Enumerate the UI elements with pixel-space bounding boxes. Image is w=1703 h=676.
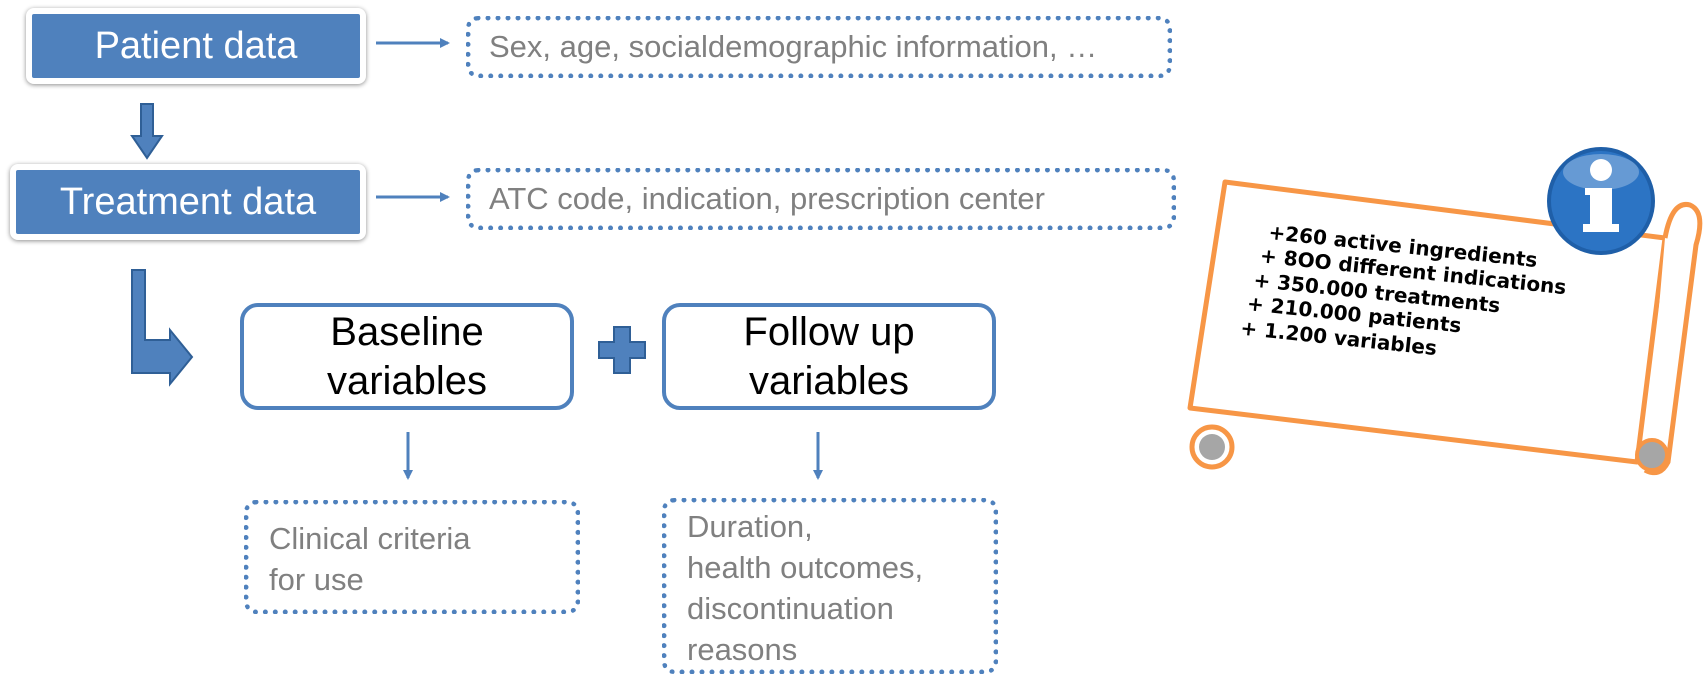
baseline-variables-box: Baseline variables — [240, 303, 574, 410]
info-scroll — [1187, 179, 1703, 476]
followup-detail-line: health outcomes, — [687, 549, 924, 585]
followup-detail-line: Duration, — [687, 509, 813, 544]
followup-title-line2: variables — [748, 358, 910, 403]
down-block-arrow — [130, 103, 164, 160]
clinical-criteria-line: Clinical criteria — [269, 521, 471, 556]
followup-detail-line: discontinuation — [687, 590, 894, 626]
clinical-criteria-line: for use — [269, 561, 364, 597]
treatment-data-box: Treatment data — [10, 164, 366, 240]
patient-details-box: Sex, age, socialdemographic information,… — [466, 16, 1172, 78]
followup-variables-box: Follow up variables — [662, 303, 996, 410]
clinical-criteria-box: Clinical criteria for use — [244, 500, 580, 614]
treatment-data-title: Treatment data — [59, 180, 317, 223]
patient-data-box: Patient data — [26, 8, 366, 84]
followup-title-line1: Follow up — [743, 309, 915, 354]
followup-details-box: Duration, health outcomes, discontinuati… — [662, 498, 998, 674]
baseline-title-line2: variables — [326, 358, 488, 403]
elbow-block-arrow — [131, 269, 194, 387]
baseline-title-line1: Baseline — [330, 309, 484, 354]
plus-icon — [598, 326, 646, 374]
patient-data-title: Patient data — [94, 24, 298, 67]
followup-detail-line: reasons — [687, 631, 798, 667]
info-icon — [1547, 147, 1655, 255]
treatment-details-box: ATC code, indication, prescription cente… — [466, 168, 1176, 230]
treatment-details-text: ATC code, indication, prescription cente… — [489, 181, 1045, 216]
patient-details-text: Sex, age, socialdemographic information,… — [489, 29, 1098, 64]
